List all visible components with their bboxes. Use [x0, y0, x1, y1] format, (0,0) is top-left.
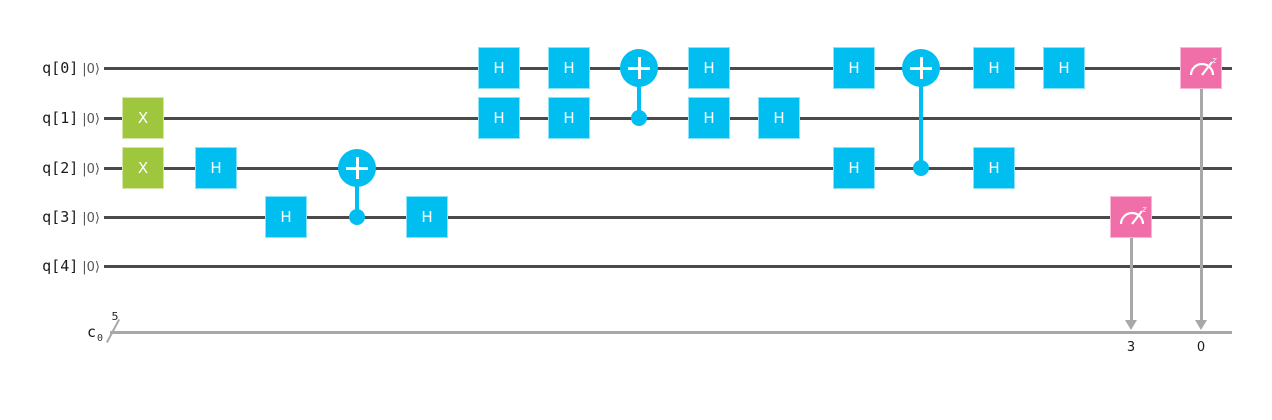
- gate-h-q0[interactable]: H: [478, 47, 520, 89]
- quantum-wire-q4: [104, 265, 1232, 268]
- quantum-wire-q0: [104, 67, 1232, 70]
- gate-label: H: [493, 109, 505, 127]
- measure-q3[interactable]: z: [1110, 196, 1152, 238]
- gate-h-q0[interactable]: H: [973, 47, 1015, 89]
- cx-q2-q0-link: [919, 68, 923, 168]
- measure-q0-arrow: [1195, 320, 1207, 330]
- qubit-register-name: q[0]: [42, 59, 79, 77]
- gate-label: H: [988, 59, 1000, 77]
- gate-label: H: [773, 109, 785, 127]
- cx-q1-q0-target[interactable]: [620, 49, 658, 87]
- plus-horizontal: [628, 66, 650, 70]
- gate-h-q0[interactable]: H: [1043, 47, 1085, 89]
- qubit-label-q1: q[1]|0⟩: [42, 109, 100, 127]
- qubit-label-q3: q[3]|0⟩: [42, 208, 100, 226]
- gate-x-q1[interactable]: X: [122, 97, 164, 139]
- gate-label: H: [210, 159, 222, 177]
- gate-h-q3[interactable]: H: [406, 196, 448, 238]
- plus-horizontal: [910, 66, 932, 70]
- qubit-label-q0: q[0]|0⟩: [42, 59, 100, 77]
- classical-register-width: 5: [111, 310, 119, 323]
- gate-h-q0[interactable]: H: [548, 47, 590, 89]
- gate-h-q3[interactable]: H: [265, 196, 307, 238]
- gate-h-q2[interactable]: H: [973, 147, 1015, 189]
- cx-q3-q2-link: [355, 168, 359, 217]
- cx-q3-q2-control[interactable]: [349, 209, 365, 225]
- qubit-register-name: q[4]: [42, 257, 79, 275]
- gate-label: H: [563, 109, 575, 127]
- qubit-initial-state: |0⟩: [82, 62, 100, 77]
- measure-meter-icon: z: [1189, 56, 1217, 76]
- measure-q0-link: [1200, 68, 1203, 324]
- gate-label: H: [848, 159, 860, 177]
- gate-h-q2[interactable]: H: [833, 147, 875, 189]
- classical-register-index: 0: [96, 333, 103, 344]
- gate-h-q1[interactable]: H: [758, 97, 800, 139]
- qubit-label-q2: q[2]|0⟩: [42, 159, 100, 177]
- cx-q1-q0-link: [637, 68, 641, 118]
- cx-q2-q0-control[interactable]: [913, 160, 929, 176]
- gate-label: H: [703, 59, 715, 77]
- gate-label: H: [493, 59, 505, 77]
- gate-label: H: [421, 208, 433, 226]
- gate-label: H: [848, 59, 860, 77]
- measure-q0-bit-label: 0: [1196, 340, 1206, 355]
- quantum-wire-q3: [104, 216, 1232, 219]
- cx-q3-q2-target[interactable]: [338, 149, 376, 187]
- measure-q3-arrow: [1125, 320, 1137, 330]
- gate-label: H: [1058, 59, 1070, 77]
- qubit-initial-state: |0⟩: [82, 260, 100, 275]
- measure-q0[interactable]: z: [1180, 47, 1222, 89]
- classical-register-label: c0: [86, 323, 103, 344]
- measure-q3-bit-label: 3: [1126, 340, 1136, 355]
- qubit-label-q4: q[4]|0⟩: [42, 257, 100, 275]
- svg-text:z: z: [1141, 205, 1147, 215]
- qubit-initial-state: |0⟩: [82, 112, 100, 127]
- measure-q3-link: [1130, 217, 1133, 324]
- gate-label: H: [703, 109, 715, 127]
- plus-horizontal: [346, 166, 368, 170]
- gate-h-q2[interactable]: H: [195, 147, 237, 189]
- gate-h-q1[interactable]: H: [688, 97, 730, 139]
- classical-wire: [110, 331, 1232, 334]
- qubit-register-name: q[1]: [42, 109, 79, 127]
- gate-label: H: [988, 159, 1000, 177]
- gate-h-q0[interactable]: H: [688, 47, 730, 89]
- gate-h-q1[interactable]: H: [548, 97, 590, 139]
- svg-text:z: z: [1211, 56, 1217, 66]
- measure-meter-icon: z: [1119, 205, 1147, 225]
- gate-label: X: [137, 109, 149, 127]
- classical-register-name: c: [86, 323, 96, 341]
- gate-label: H: [563, 59, 575, 77]
- quantum-wire-q2: [104, 167, 1232, 170]
- qubit-register-name: q[2]: [42, 159, 79, 177]
- qubit-register-name: q[3]: [42, 208, 79, 226]
- cx-q1-q0-control[interactable]: [631, 110, 647, 126]
- quantum-wire-q1: [104, 117, 1232, 120]
- qubit-initial-state: |0⟩: [82, 162, 100, 177]
- cx-q2-q0-target[interactable]: [902, 49, 940, 87]
- gate-h-q1[interactable]: H: [478, 97, 520, 139]
- qubit-initial-state: |0⟩: [82, 211, 100, 226]
- gate-label: X: [137, 159, 149, 177]
- gate-h-q0[interactable]: H: [833, 47, 875, 89]
- gate-x-q2[interactable]: X: [122, 147, 164, 189]
- gate-label: H: [280, 208, 292, 226]
